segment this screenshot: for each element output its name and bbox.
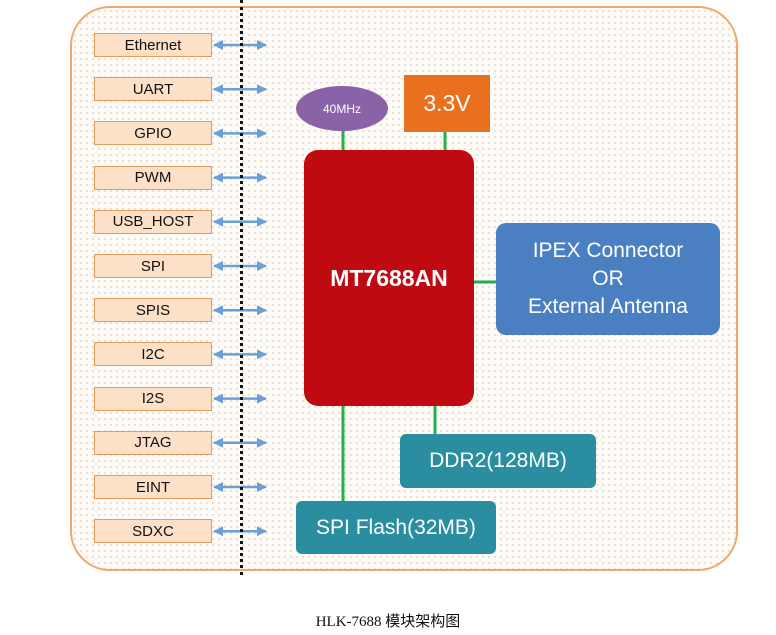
edge-divider [240,0,243,575]
interface-spis: SPIS [94,298,212,323]
interface-i2s: I2S [94,386,212,411]
interface-sdxc: SDXC [94,519,212,544]
antenna-line-2: OR [592,267,624,290]
spi-flash-block: SPI Flash(32MB) [296,501,496,554]
antenna-line-3: External Antenna [528,295,688,318]
antenna-block: IPEX Connector OR External Antenna [496,223,720,335]
chip-mt7688an: MT7688AN [304,150,474,406]
oscillator-40mhz: 40MHz [296,86,388,131]
ddr2-block: DDR2(128MB) [400,434,596,488]
interface-gpio: GPIO [94,121,212,146]
antenna-line-1: IPEX Connector [532,239,684,262]
interface-usb_host: USB_HOST [94,209,212,234]
interface-pwm: PWM [94,165,212,190]
interface-eint: EINT [94,475,212,499]
interface-uart: UART [94,77,212,102]
interface-i2c: I2C [94,342,212,367]
interface-jtag: JTAG [94,430,212,455]
figure-caption: HLK-7688 模块架构图 [315,614,461,630]
interface-spi: SPI [94,254,212,278]
interface-ethernet: Ethernet [94,33,212,57]
power-3v3: 3.3V [404,75,490,132]
